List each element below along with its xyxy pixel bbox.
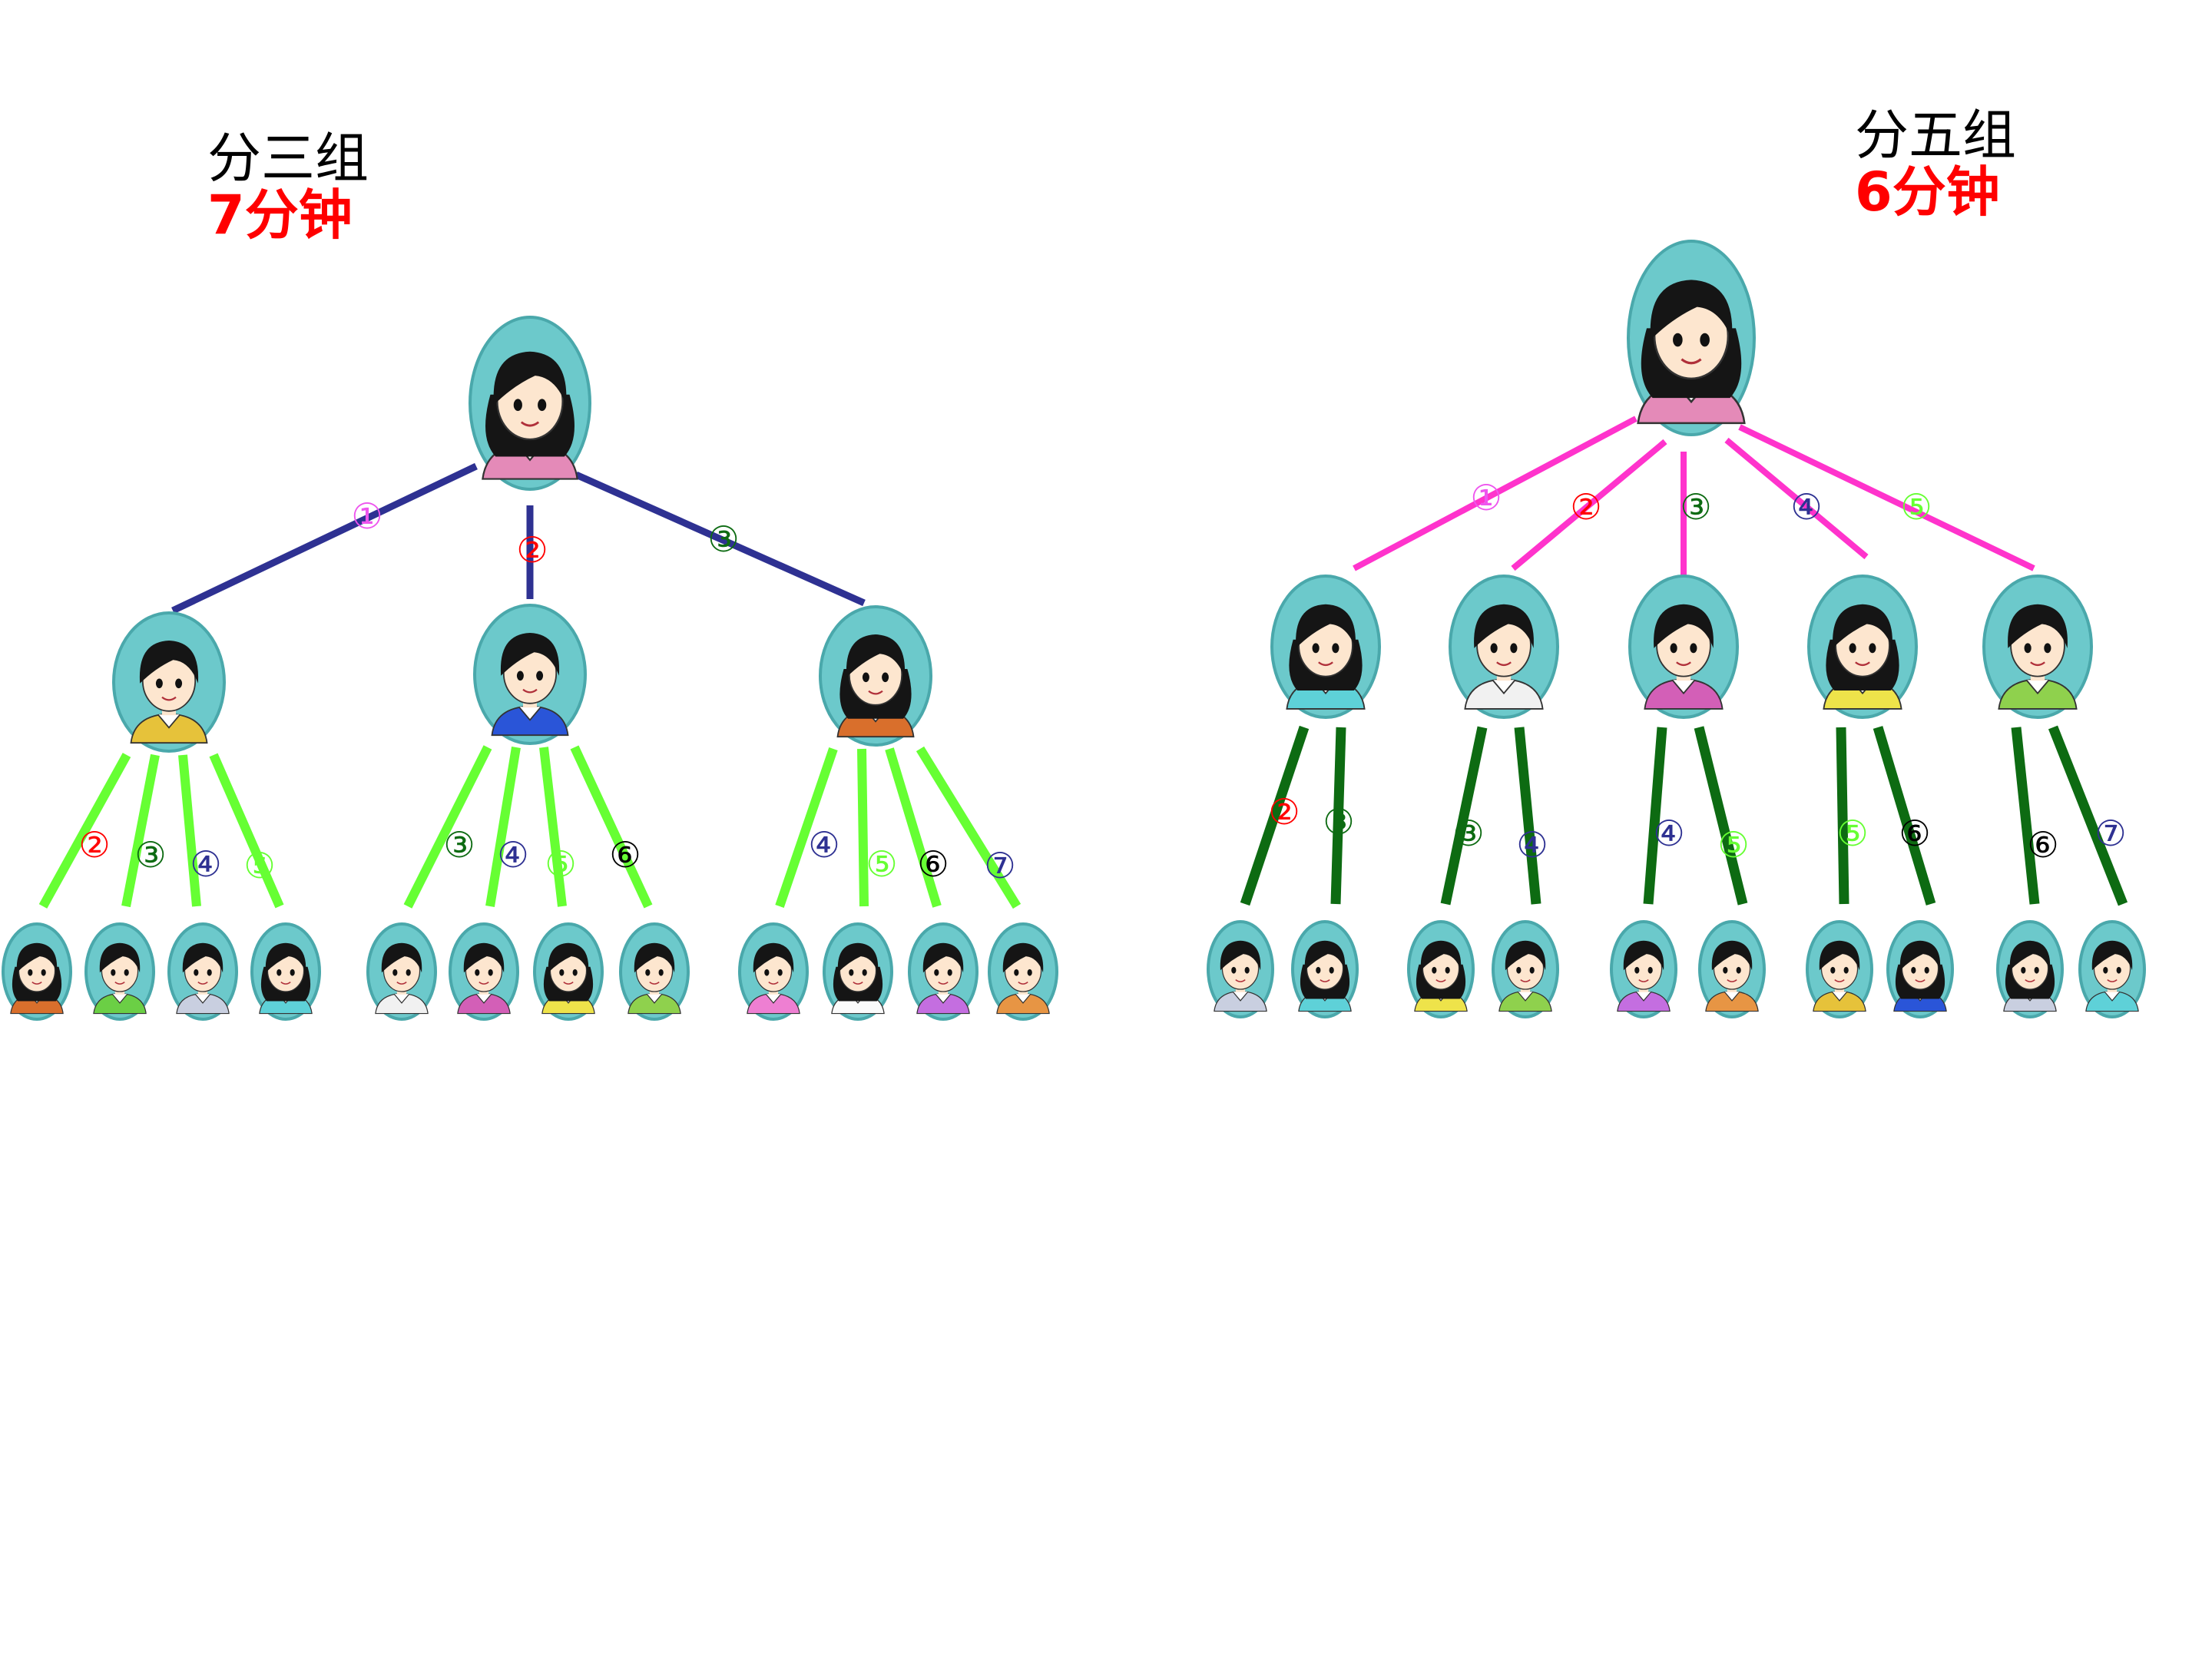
trunk-step-label: ③ <box>707 518 739 560</box>
diagram-title: 分五组 <box>1855 104 2016 167</box>
branch-connector <box>403 745 492 909</box>
branch-connector <box>2048 725 2128 906</box>
student-member-avatar-icon <box>1996 920 2064 1018</box>
branch-connector <box>775 747 838 908</box>
student-member-avatar-icon <box>449 922 519 1021</box>
branch-connector <box>485 747 521 907</box>
trunk-step-label: ② <box>1570 486 1601 528</box>
teacher-avatar-icon <box>1627 240 1756 436</box>
branch-step-label: ④ <box>497 834 528 876</box>
branch-step-label: ② <box>78 824 110 866</box>
student-member-avatar-icon <box>908 922 979 1021</box>
trunk-step-label: ① <box>351 495 382 537</box>
branch-connector <box>178 754 201 907</box>
student-leader-avatar-icon <box>1807 575 1918 719</box>
caption-three-groups: 分三组 7分钟 <box>207 127 369 247</box>
student-member-avatar-icon <box>823 922 893 1021</box>
student-member-avatar-icon <box>167 922 238 1021</box>
student-leader-avatar-icon <box>1982 575 2093 719</box>
diagram-time: 6分钟 <box>1855 160 2000 224</box>
branch-step-label: ⑤ <box>1836 813 1868 854</box>
trunk-connector <box>1724 437 1869 560</box>
branch-step-label: ④ <box>1516 824 1548 866</box>
student-member-avatar-icon <box>1806 920 1873 1018</box>
branch-connector <box>1873 726 1936 906</box>
student-member-avatar-icon <box>1207 920 1274 1018</box>
branch-step-label: ④ <box>1653 813 1684 854</box>
student-member-avatar-icon <box>2 922 72 1021</box>
student-leader-avatar-icon <box>819 605 932 747</box>
branch-step-label: ⑥ <box>2027 824 2058 866</box>
diagram-title: 分三组 <box>207 127 369 190</box>
branch-connector <box>1836 727 1849 905</box>
student-leader-avatar-icon <box>1628 575 1739 719</box>
branch-connector <box>121 753 160 908</box>
student-member-avatar-icon <box>1698 920 1766 1018</box>
student-member-avatar-icon <box>619 922 690 1021</box>
branch-step-label: ⑦ <box>984 845 1015 886</box>
student-member-avatar-icon <box>84 922 155 1021</box>
student-member-avatar-icon <box>2078 920 2146 1018</box>
student-leader-avatar-icon <box>473 604 587 745</box>
branch-connector <box>885 747 942 908</box>
diagram-time: 7分钟 <box>207 183 353 247</box>
branch-connector <box>1514 727 1541 905</box>
branch-step-label: ⑤ <box>545 843 576 885</box>
teacher-avatar-icon <box>469 316 591 491</box>
branch-connector <box>1694 726 1748 906</box>
trunk-step-label: ② <box>516 529 548 571</box>
branch-step-label: ⑦ <box>2094 813 2126 854</box>
student-member-avatar-icon <box>1886 920 1954 1018</box>
branch-step-label: ⑥ <box>917 843 949 885</box>
student-member-avatar-icon <box>533 922 604 1021</box>
student-member-avatar-icon <box>250 922 321 1021</box>
branch-connector <box>1240 725 1310 906</box>
student-leader-avatar-icon <box>112 611 226 753</box>
caption-five-groups: 分五组 6分钟 <box>1855 104 2016 224</box>
student-member-avatar-icon <box>366 922 437 1021</box>
trunk-step-label: ⑤ <box>1900 486 1932 528</box>
student-member-avatar-icon <box>1492 920 1559 1018</box>
trunk-connector <box>1511 439 1667 571</box>
trunk-connector <box>1353 416 1637 571</box>
student-member-avatar-icon <box>738 922 809 1021</box>
branch-step-label: ⑥ <box>1899 813 1930 854</box>
student-member-avatar-icon <box>988 922 1058 1021</box>
trunk-step-label: ④ <box>1790 486 1822 528</box>
branch-step-label: ③ <box>1323 801 1354 843</box>
branch-step-label: ④ <box>190 843 221 885</box>
branch-step-label: ⑤ <box>243 845 275 886</box>
trunk-connector <box>171 462 478 614</box>
branch-step-label: ③ <box>443 824 475 866</box>
branch-step-label: ④ <box>808 824 839 866</box>
branch-connector <box>1440 726 1488 906</box>
branch-connector <box>1330 727 1346 905</box>
branch-step-label: ② <box>1268 791 1300 833</box>
branch-connector <box>857 748 869 907</box>
trunk-connector <box>1738 424 2035 571</box>
branch-connector <box>539 747 567 907</box>
branch-connector <box>916 746 1022 909</box>
trunk-step-label: ① <box>1470 477 1502 518</box>
branch-connector <box>1643 727 1667 905</box>
branch-step-label: ⑤ <box>866 843 897 885</box>
branch-step-label: ③ <box>134 834 166 876</box>
trunk-connector <box>575 471 866 607</box>
student-leader-avatar-icon <box>1449 575 1559 719</box>
branch-step-label: ⑥ <box>609 834 641 876</box>
student-leader-avatar-icon <box>1270 575 1381 719</box>
branch-step-label: ⑤ <box>1717 824 1749 866</box>
trunk-step-label: ③ <box>1680 486 1711 528</box>
student-member-avatar-icon <box>1407 920 1475 1018</box>
student-member-avatar-icon <box>1610 920 1677 1018</box>
branch-connector <box>209 753 284 909</box>
student-member-avatar-icon <box>1291 920 1359 1018</box>
branch-connector <box>2011 727 2040 905</box>
branch-connector <box>38 753 131 909</box>
branch-connector <box>570 745 653 909</box>
branch-step-label: ③ <box>1452 813 1484 854</box>
